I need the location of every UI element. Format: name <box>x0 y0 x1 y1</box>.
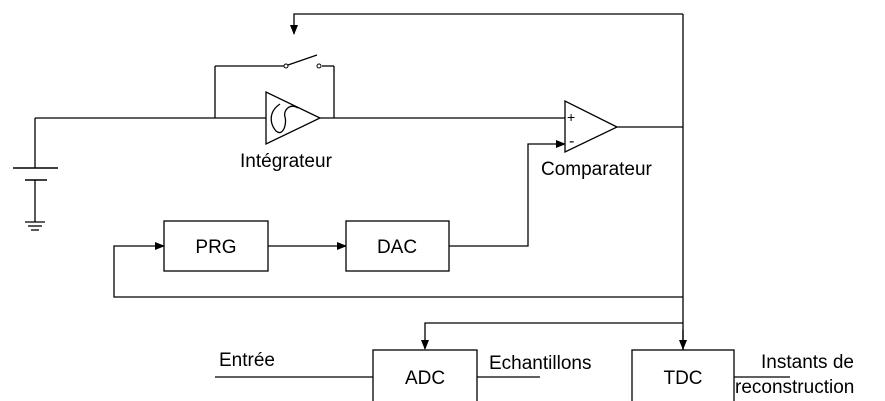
feedback-to-prg-wire <box>113 242 683 298</box>
integrator-feedback-loop <box>214 65 335 118</box>
integrator-icon <box>215 90 322 146</box>
dac-block <box>345 220 450 272</box>
input-label: Entrée <box>219 350 275 371</box>
ground-icon <box>25 221 45 231</box>
adc-label: ADC <box>405 368 445 389</box>
samples-label: Echantillons <box>489 353 591 374</box>
switch-icon <box>283 54 322 69</box>
tdc-label: TDC <box>663 368 702 389</box>
integrator-label: Intégrateur <box>240 151 333 172</box>
dac-label: DAC <box>377 237 417 258</box>
tdc-block <box>631 349 735 401</box>
battery-source <box>13 117 215 222</box>
comparator-plus-sign: + <box>567 109 575 125</box>
dac-to-comparator-wire <box>449 140 566 247</box>
comparator-icon: + - <box>564 99 619 154</box>
bus-to-adc-wire <box>421 322 683 350</box>
switch-control-wire <box>290 13 683 35</box>
comparator-label: Comparateur <box>541 159 653 180</box>
prg-label: PRG <box>195 237 236 258</box>
comparator-minus-sign: - <box>569 133 574 150</box>
adc-block <box>372 349 478 401</box>
instants-label-line2: reconstruction <box>735 377 854 398</box>
instants-label-line1: Instants de <box>761 352 854 373</box>
